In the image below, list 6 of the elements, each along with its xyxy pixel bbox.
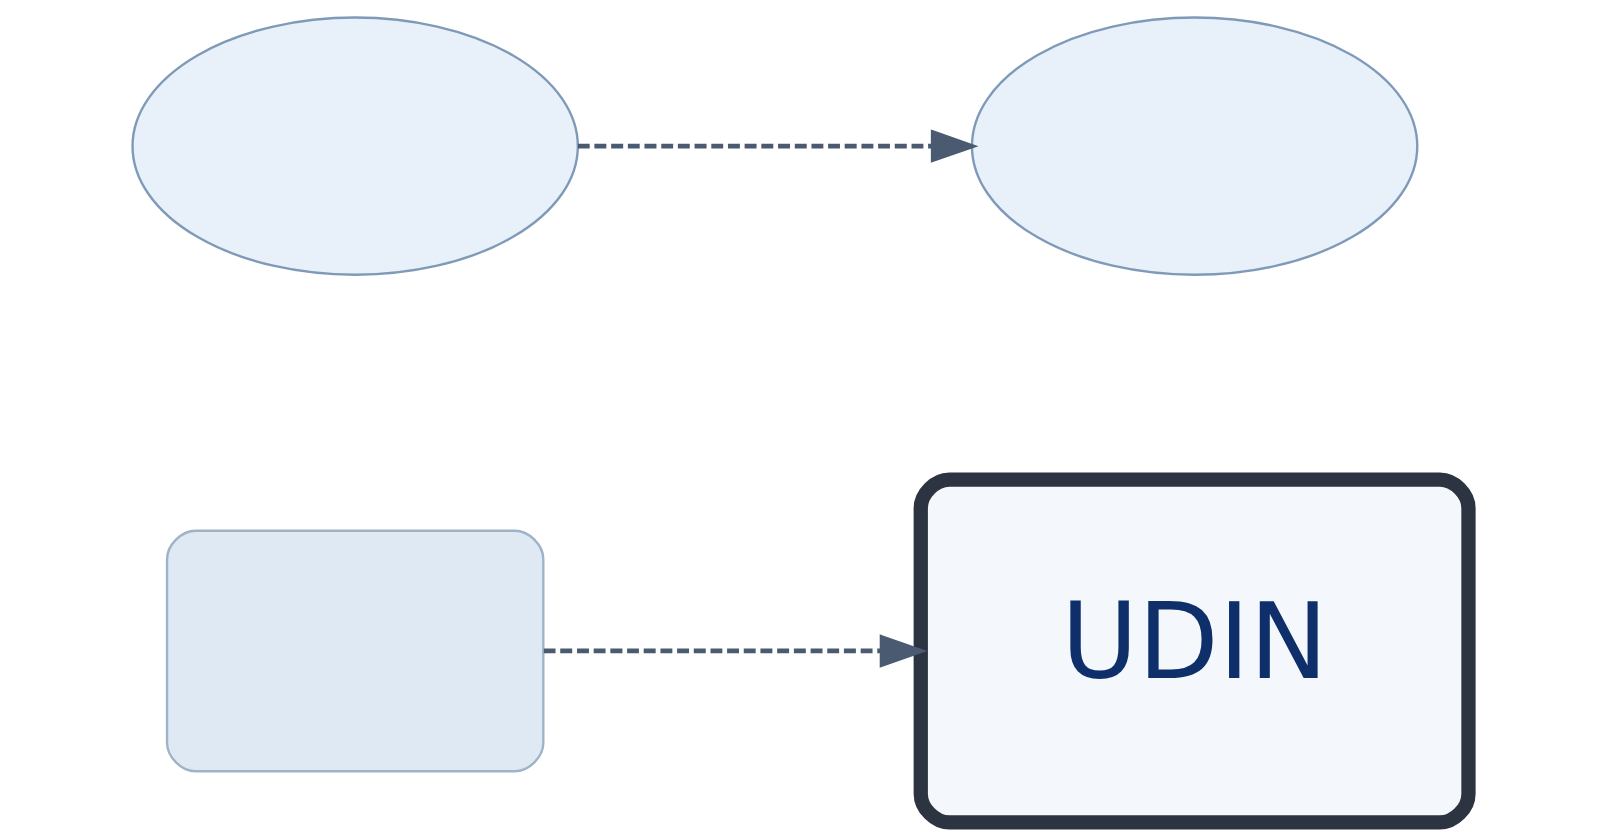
arrow — [543, 634, 927, 668]
node-box: UDIN — [913, 472, 1476, 830]
node-box — [165, 529, 544, 773]
arrow — [577, 129, 979, 163]
node-cloud — [130, 16, 579, 276]
node-cloud — [970, 16, 1418, 276]
